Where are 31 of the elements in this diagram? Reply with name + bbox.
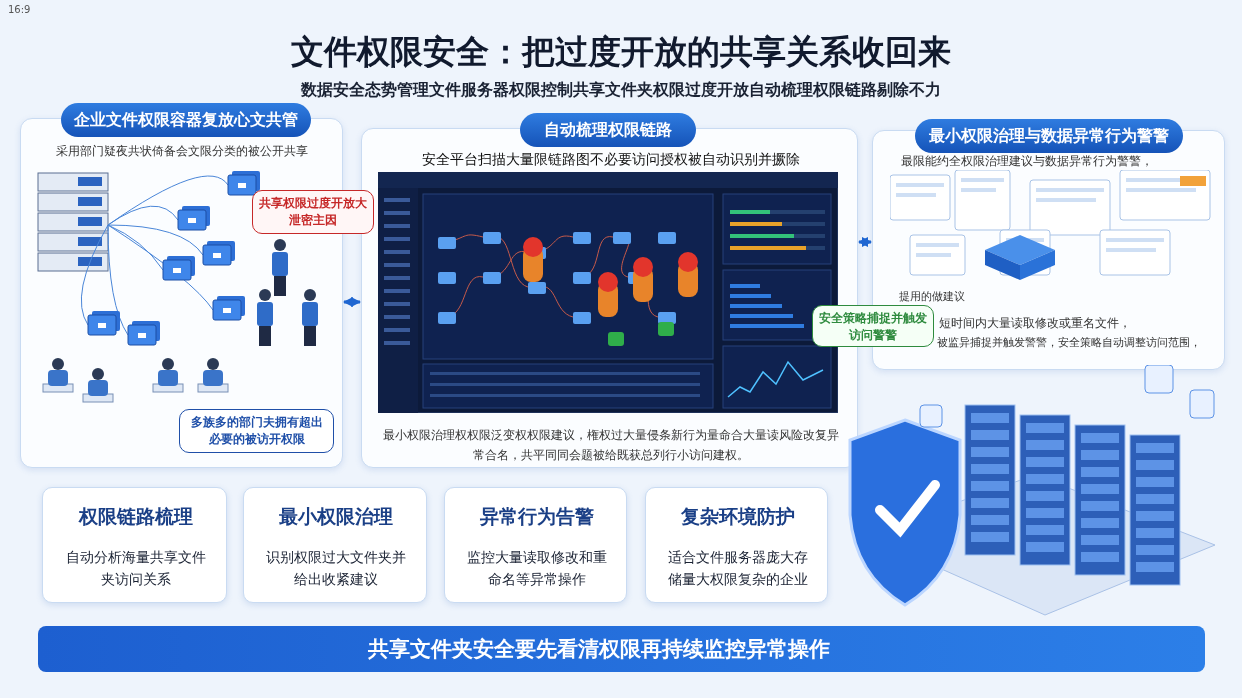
card-text: 自动分析海量共享文件夹访问关系	[64, 548, 207, 589]
bullet-text: 被监异捕捉并触发警警，安全策略自动调整访问范围，	[937, 335, 1202, 350]
speech-bubble: 多族多的部门夫拥有超出必要的被访开权限	[179, 409, 334, 453]
feature-card	[243, 487, 427, 603]
speech-bubble: 安全策略捕捉并触发访问警警	[812, 305, 934, 347]
bullet-text: 短时间内大量读取修改或重名文件，	[939, 315, 1132, 332]
heading-pill: 最小权限治理与数据异常行为警警	[915, 119, 1183, 153]
bullet-text: 采用部门疑夜共状倚备会文限分类的被公开共享	[56, 143, 309, 160]
card-text: 识别权限过大文件夹并给出收紧建议	[265, 548, 407, 589]
card-text: 适合文件服务器庞大存储量大权限复杂的企业	[666, 548, 809, 589]
panel-subtitle: 安全平台扫描大量限链路图不必要访问授权被自动识别并撅除	[420, 151, 801, 169]
card-heading: 复杂环境防护	[679, 504, 796, 529]
card-heading: 异常行为告警	[478, 504, 595, 529]
speech-bubble: 共享权限过度开放大泄密主因	[252, 190, 374, 234]
double-arrow	[343, 297, 361, 307]
feature-card	[645, 487, 828, 603]
heading-pill: 企业文件权限容器复放心文共管	[61, 103, 311, 137]
feature-card	[444, 487, 627, 603]
panel-caption: 最小权限治理权权限泛变权权限建议，権权过大量侵条新行为量命合大量读风险改复异常合名，共平同同会题被给既获总列行小访问建权。	[381, 427, 840, 464]
double-arrow	[858, 237, 872, 247]
subtitle: 数据安全态势管理文件服务器权限控制共享文件夹权限过度开放自动梳理权限链路剔除不力	[300, 80, 942, 101]
summary-banner: 共享文件夹安全要先看清权限再持续监控异常操作	[38, 626, 1205, 672]
feature-card	[42, 487, 227, 603]
heading-pill: 自动梳理权限链路	[520, 113, 696, 147]
card-heading: 最小权限治理	[278, 504, 394, 529]
image-caption: 提用的做建议	[899, 289, 966, 304]
card-heading: 权限链路梳理	[77, 504, 194, 529]
bullet-text: 最限能约全权限治理建议与数据异常行为警警，	[901, 153, 1154, 170]
card-text: 监控大量读取修改和重命名等异常操作	[465, 548, 608, 589]
title: 文件权限安全：把过度开放的共享关系收回来	[290, 31, 952, 73]
aspect-ratio-label: 16:9	[8, 4, 31, 15]
